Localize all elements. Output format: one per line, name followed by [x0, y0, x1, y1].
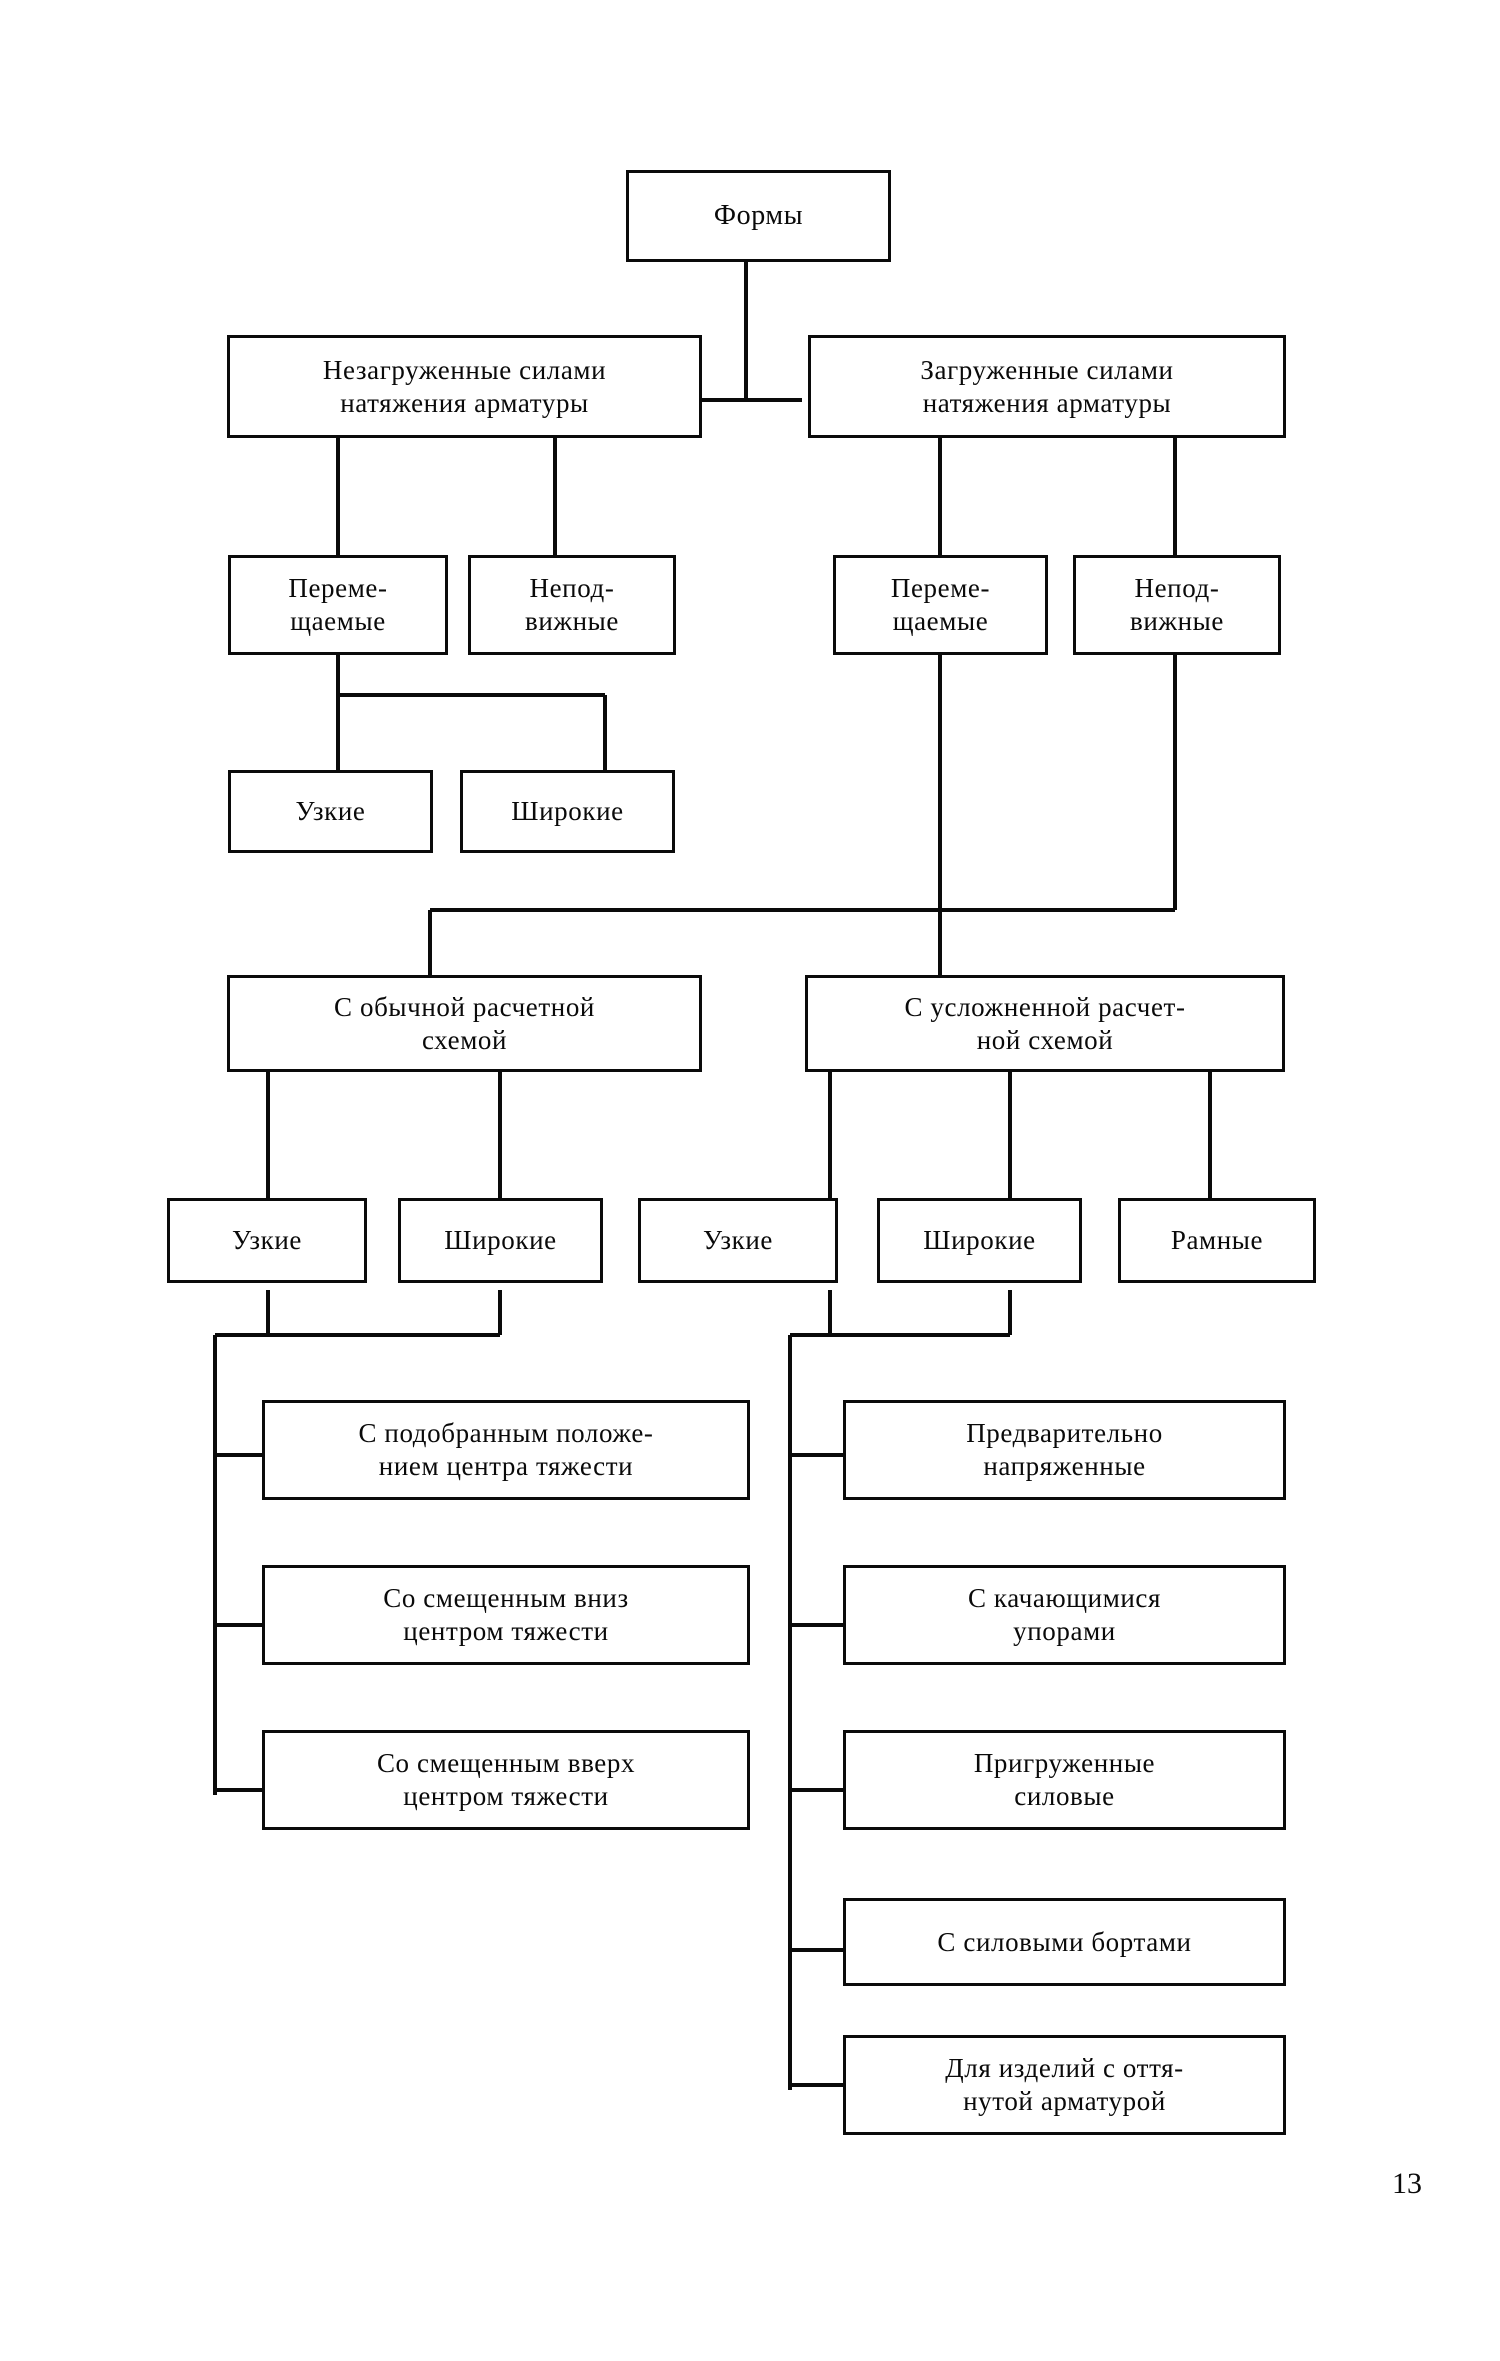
node-label: Широкие — [444, 1225, 557, 1256]
node-label: Со смещенным вниз центром тяжести — [383, 1583, 629, 1646]
node-label: Широкие — [923, 1225, 1036, 1256]
node-root-forms[interactable]: Формы — [626, 170, 891, 262]
node-loaded-by-tension-forces[interactable]: Загруженные силами натяжения арматуры — [808, 335, 1286, 438]
node-label: Широкие — [511, 796, 624, 827]
node-label: Незагруженные силами натяжения арматуры — [322, 354, 607, 418]
node-ordinary-wide[interactable]: Широкие — [398, 1198, 603, 1283]
node-label: С усложненной расчет- ной схемой — [904, 991, 1186, 1055]
node-force-sides[interactable]: С силовыми бортами — [843, 1898, 1286, 1986]
node-label: Непод- вижные — [1129, 573, 1225, 636]
node-label: Рамные — [1170, 1225, 1264, 1256]
node-label: С качающимися упорами — [967, 1583, 1162, 1646]
node-label: С обычной расчетной схемой — [334, 991, 595, 1055]
node-unloaded-by-tension-forces[interactable]: Незагруженные силами натяжения арматуры — [227, 335, 702, 438]
node-ballasted-force[interactable]: Пригруженные силовые — [843, 1730, 1286, 1830]
node-unloaded-movable[interactable]: Переме- щаемые — [228, 555, 448, 655]
page-number: 13 — [1392, 2167, 1422, 2200]
node-label: Переме- щаемые — [288, 573, 388, 636]
node-label: Формы — [713, 199, 804, 231]
node-label: С подобранным положе- нием центра тяжест… — [358, 1418, 654, 1481]
node-label: Пригруженные силовые — [973, 1748, 1156, 1811]
node-label: Со смещенным вверх центром тяжести — [376, 1748, 636, 1811]
node-ordinary-narrow[interactable]: Узкие — [167, 1198, 367, 1283]
node-loaded-movable[interactable]: Переме- щаемые — [833, 555, 1048, 655]
node-ordinary-design-scheme[interactable]: С обычной расчетной схемой — [227, 975, 702, 1072]
node-complex-wide[interactable]: Широкие — [877, 1198, 1082, 1283]
node-loaded-fixed[interactable]: Непод- вижные — [1073, 555, 1281, 655]
node-cg-shifted-down[interactable]: Со смещенным вниз центром тяжести — [262, 1565, 750, 1665]
node-drawn-reinforcement[interactable]: Для изделий с оття- нутой арматурой — [843, 2035, 1286, 2135]
node-label: Для изделий с оття- нутой арматурой — [945, 2053, 1184, 2116]
node-complex-frame[interactable]: Рамные — [1118, 1198, 1316, 1283]
node-unloaded-wide[interactable]: Широкие — [460, 770, 675, 853]
node-label: С силовыми бортами — [937, 1926, 1192, 1957]
node-complex-design-scheme[interactable]: С усложненной расчет- ной схемой — [805, 975, 1285, 1072]
node-label: Узкие — [295, 796, 366, 827]
node-cg-shifted-up[interactable]: Со смещенным вверх центром тяжести — [262, 1730, 750, 1830]
node-label: Переме- щаемые — [890, 573, 991, 636]
node-rocking-stops[interactable]: С качающимися упорами — [843, 1565, 1286, 1665]
node-label: Предварительно напряженные — [966, 1418, 1163, 1481]
node-cg-selected-position[interactable]: С подобранным положе- нием центра тяжест… — [262, 1400, 750, 1500]
node-complex-narrow[interactable]: Узкие — [638, 1198, 838, 1283]
node-label: Узкие — [703, 1225, 773, 1256]
node-label: Непод- вижные — [524, 573, 620, 636]
node-unloaded-narrow[interactable]: Узкие — [228, 770, 433, 853]
node-prestressed[interactable]: Предварительно напряженные — [843, 1400, 1286, 1500]
node-label: Узкие — [232, 1225, 302, 1256]
node-label: Загруженные силами натяжения арматуры — [920, 354, 1174, 418]
node-unloaded-fixed[interactable]: Непод- вижные — [468, 555, 676, 655]
